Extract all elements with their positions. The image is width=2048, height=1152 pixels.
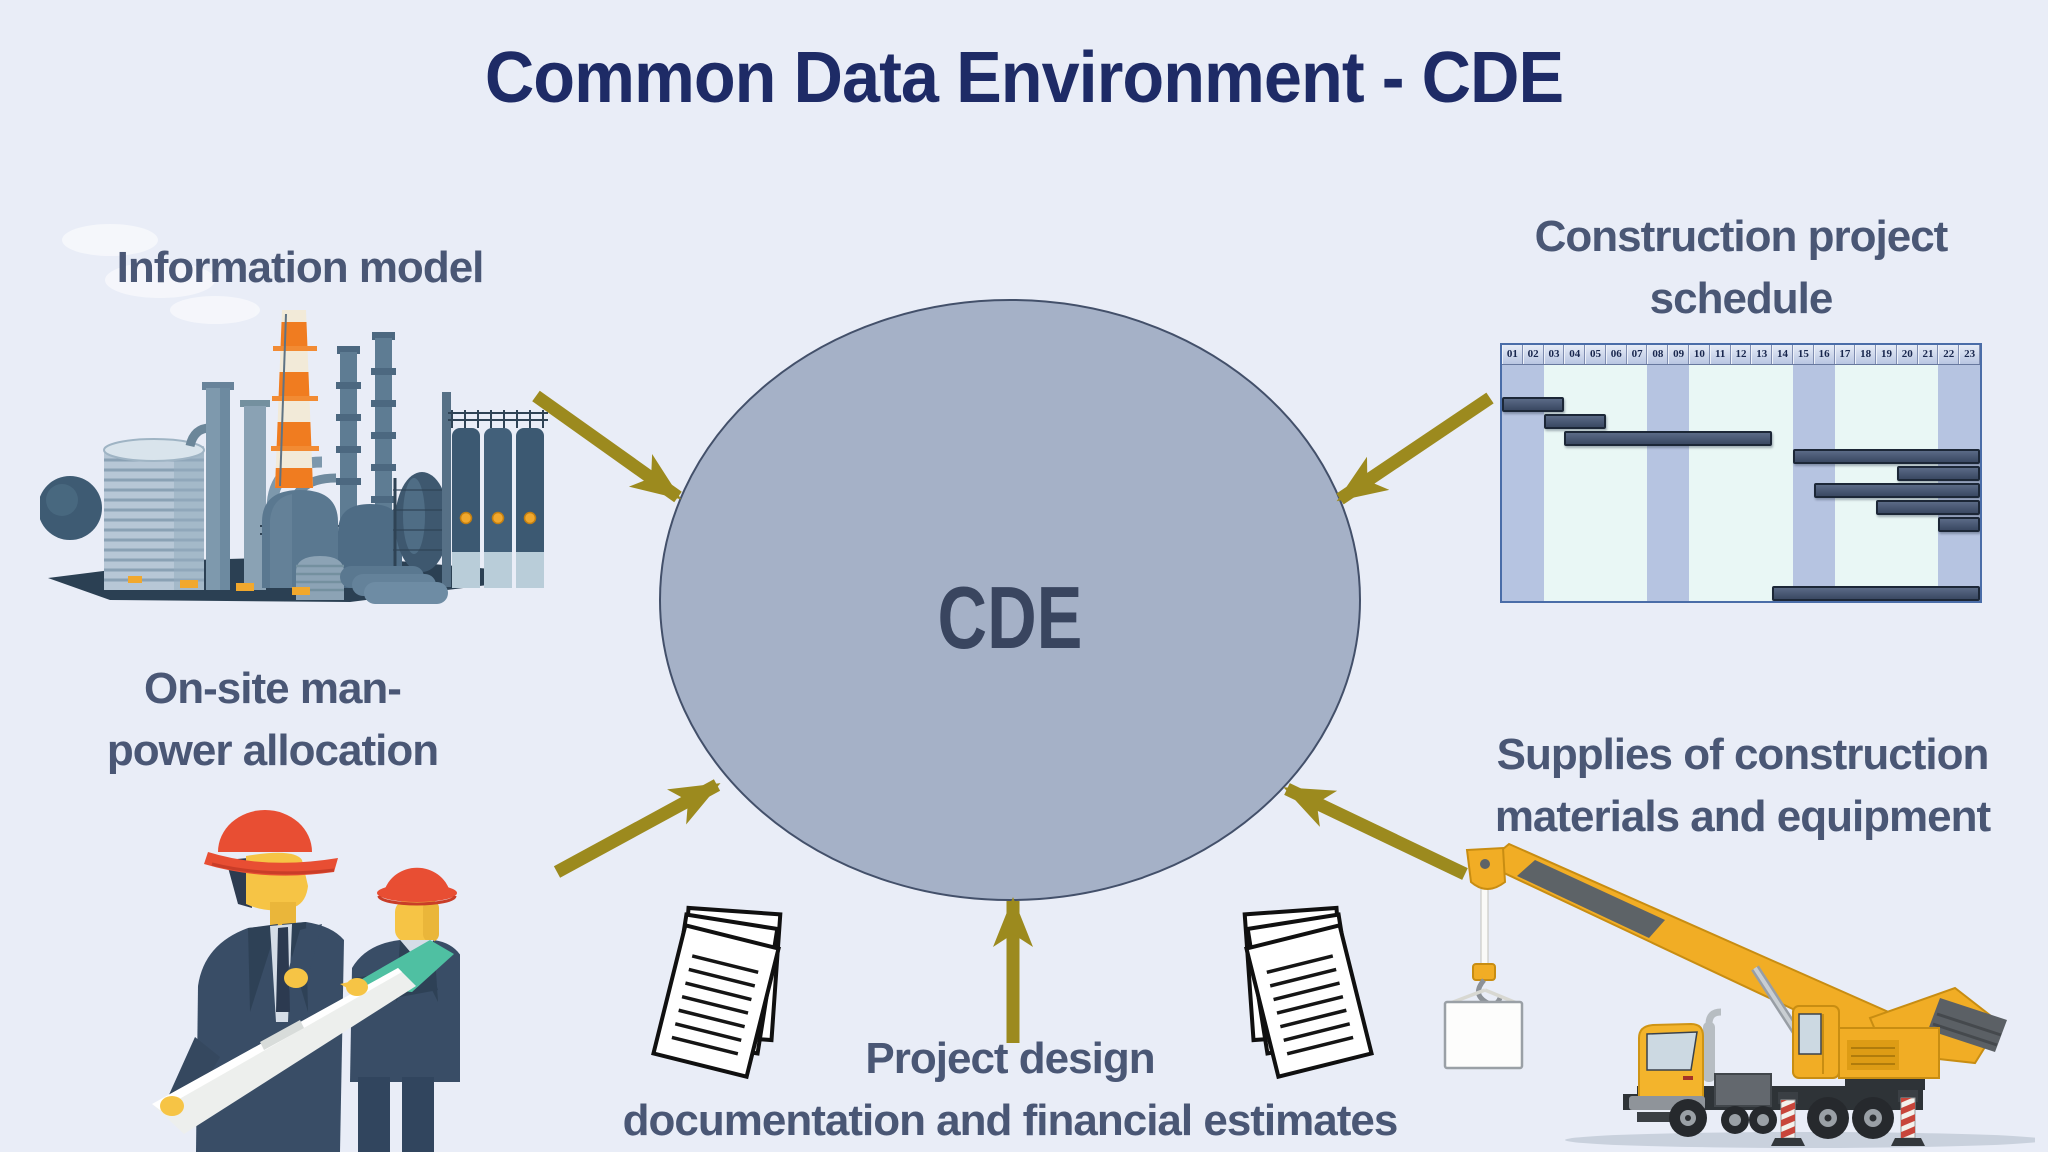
gantt-task-bar [1502, 397, 1565, 412]
blueprint-sheet [152, 968, 416, 1134]
pipe-cylinders-icon [340, 566, 448, 604]
wheels [1669, 1097, 1894, 1139]
gantt-task-bar [1772, 586, 1980, 601]
gantt-column-label: 15 [1792, 345, 1814, 364]
workers-illustration [152, 810, 460, 1152]
gantt-column-label: 05 [1585, 345, 1606, 364]
gantt-column-label: 12 [1730, 345, 1752, 364]
arrow-supplies [1283, 783, 1468, 880]
label-construction-schedule: Construction project schedule [1534, 212, 1949, 323]
gantt-column-label: 08 [1647, 345, 1669, 364]
gantt-column-label: 01 [1502, 345, 1523, 364]
label-supplies: Supplies of construction materials and e… [1494, 730, 1991, 841]
gantt-column-label: 13 [1751, 345, 1773, 364]
gantt-column-label: 20 [1896, 345, 1918, 364]
arrow-schedule [1336, 392, 1494, 505]
label-information-model: Information model [116, 243, 485, 292]
sphere-tank-icon [40, 476, 102, 540]
silo-trio-icon [442, 392, 548, 588]
footing-blocks [128, 576, 310, 595]
blueprint-back [350, 940, 454, 992]
load-box [1443, 1000, 1524, 1070]
crane-illustration [1443, 842, 2035, 1148]
hard-hat-icon [218, 810, 312, 852]
label-manpower: On-site man- power allocation [106, 664, 439, 775]
gantt-column-label: 16 [1813, 345, 1835, 364]
hands [160, 968, 368, 1116]
gantt-column-label: 19 [1876, 345, 1897, 364]
gantt-weekend-band [1647, 364, 1690, 601]
crane-truck [1623, 1005, 1940, 1146]
gantt-column-label: 02 [1522, 345, 1544, 364]
gantt-column-label: 09 [1668, 345, 1690, 364]
oval-tank-icon [393, 472, 451, 572]
gantt-column-label: 07 [1626, 345, 1648, 364]
gantt-task-bar [1876, 500, 1980, 516]
cde-label: CDE [937, 568, 1083, 667]
gantt-column-label: 21 [1917, 345, 1939, 364]
gantt-column-label: 23 [1959, 345, 1980, 364]
gantt-column-label: 11 [1709, 345, 1731, 364]
gantt-column-label: 14 [1772, 345, 1793, 364]
gantt-column-label: 03 [1543, 345, 1565, 364]
gantt-task-bar [1896, 465, 1980, 481]
gantt-column-label: 04 [1564, 345, 1586, 364]
smoke-icon [62, 224, 260, 324]
segmented-chimneys-icon [336, 332, 396, 544]
page-title: Common Data Environment - CDE [484, 38, 1564, 118]
gantt-column-label: 06 [1605, 345, 1627, 364]
gantt-column-label: 10 [1689, 345, 1710, 364]
label-documentation: Project design documentation and financi… [622, 1034, 1399, 1145]
gantt-column-label: 18 [1855, 345, 1877, 364]
gantt-task-bar [1938, 517, 1980, 533]
gantt-task-bar [1564, 431, 1773, 447]
gantt-weekend-band [1938, 364, 1980, 601]
gantt-body [1502, 364, 1980, 601]
gantt-column-label: 22 [1938, 345, 1960, 364]
outrigger-jacks [1771, 1090, 1925, 1146]
arrow-information-model [532, 390, 682, 503]
document-stack-left-icon [651, 905, 783, 1080]
gantt-task-bar [1792, 448, 1980, 464]
crane-hook-and-load [1443, 846, 1524, 1070]
gantt-column-label: 17 [1834, 345, 1856, 364]
industrial-plant-illustration [40, 224, 548, 604]
gantt-task-bar [1813, 483, 1980, 498]
document-stack-right-icon [1242, 905, 1374, 1080]
arrow-manpower [553, 779, 721, 878]
gantt-task-bar [1543, 414, 1606, 430]
chimney-icons [202, 382, 270, 590]
gantt-weekend-band [1792, 364, 1835, 601]
